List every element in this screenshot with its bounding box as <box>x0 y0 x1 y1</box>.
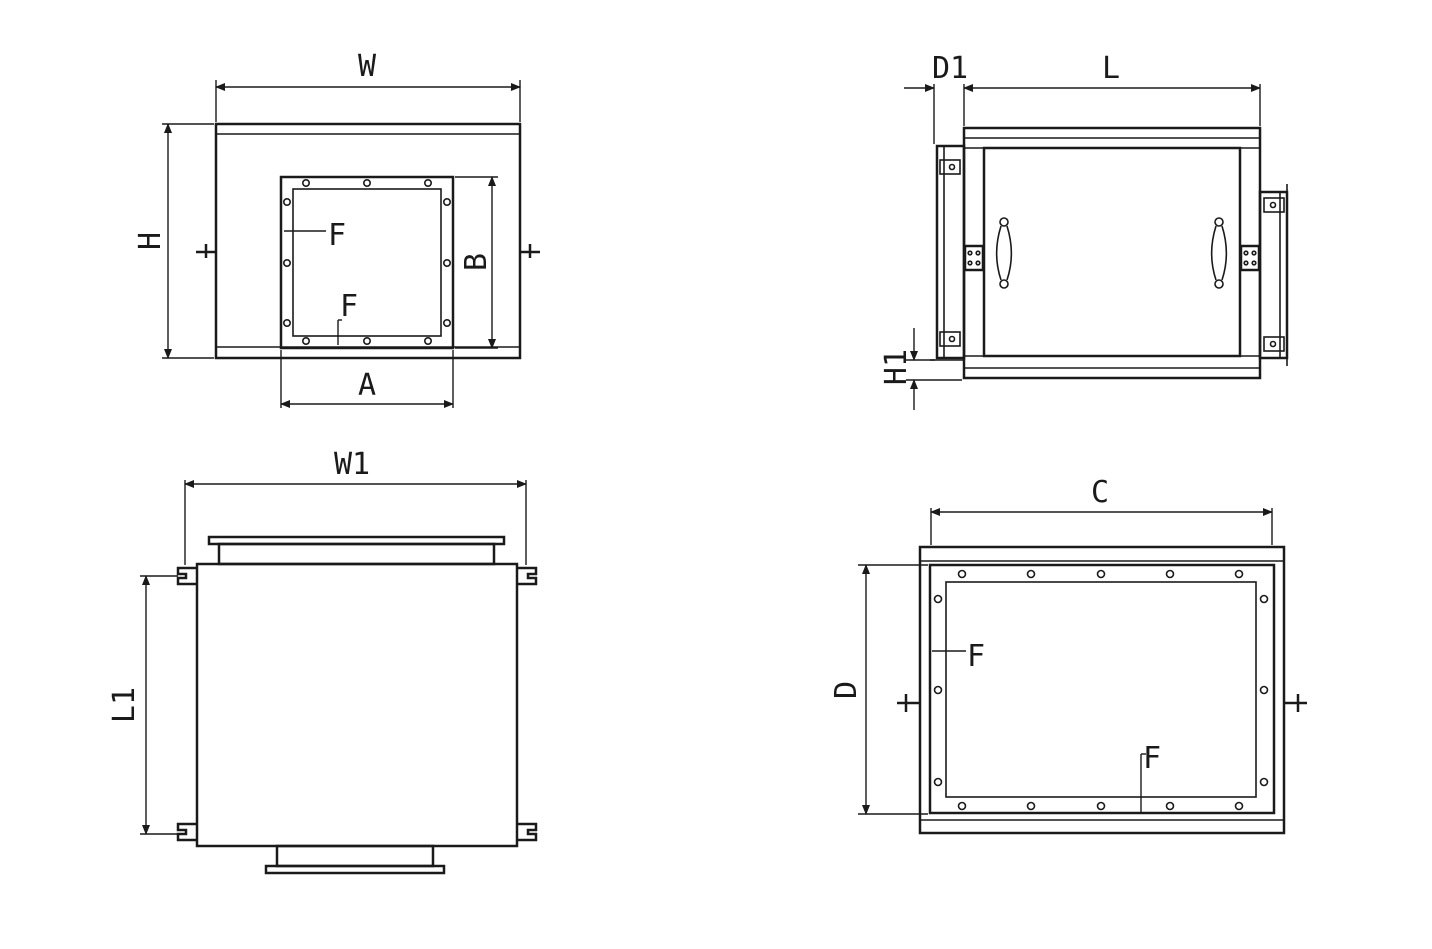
top-width-label: W1 <box>334 447 370 482</box>
side-length-label: L <box>1102 51 1120 86</box>
front-opening-inner <box>292 188 442 337</box>
outlet-left-bracket <box>897 694 920 712</box>
right-hinge <box>1239 244 1261 272</box>
side-body <box>962 126 1262 380</box>
outlet-flange <box>928 563 1276 815</box>
side-view: D1 L H1 <box>879 51 1289 410</box>
outlet-opening <box>945 581 1257 798</box>
outlet-width-label: C <box>1091 475 1109 510</box>
side-right-flange <box>1258 190 1289 360</box>
front-flange-label-side: F <box>328 218 346 253</box>
left-hinge <box>963 244 985 272</box>
left-handle-icon <box>995 217 1013 289</box>
side-height-offset-label: H1 <box>879 349 914 385</box>
side-left-flange <box>935 144 966 360</box>
outlet-flange-label-bottom: F <box>1143 741 1161 776</box>
top-body <box>195 562 519 848</box>
outlet-bolt-holes <box>933 569 1269 811</box>
outlet-height-label: D <box>829 681 864 699</box>
front-flange-label-bottom: F <box>340 289 358 324</box>
front-opening-width-label: A <box>358 368 376 403</box>
front-height-label: H <box>133 232 168 250</box>
top-length-label: L1 <box>107 687 142 723</box>
clip-top-left-icon <box>176 566 197 586</box>
top-front-flange <box>275 844 435 868</box>
clip-bottom-left-icon <box>176 822 197 842</box>
front-opening-flange <box>279 175 455 350</box>
side-door-panel <box>982 146 1242 358</box>
front-opening-height-label: B <box>459 253 494 271</box>
front-bolt-holes <box>282 179 451 345</box>
outlet-view: F F C D <box>829 475 1307 835</box>
top-view: W1 L1 <box>107 447 538 875</box>
right-bracket <box>520 244 540 258</box>
clip-top-right-icon <box>517 566 538 586</box>
front-width-label: W <box>358 49 377 84</box>
outlet-flange-label-side: F <box>967 639 985 674</box>
outlet-body <box>918 545 1286 835</box>
front-body <box>214 122 522 360</box>
side-offset-label: D1 <box>932 51 968 86</box>
front-view: F F W H B A <box>133 49 540 408</box>
left-bracket <box>196 244 216 258</box>
clip-bottom-right-icon <box>517 822 538 842</box>
right-handle-icon <box>1210 217 1228 289</box>
outlet-right-bracket <box>1284 694 1307 712</box>
